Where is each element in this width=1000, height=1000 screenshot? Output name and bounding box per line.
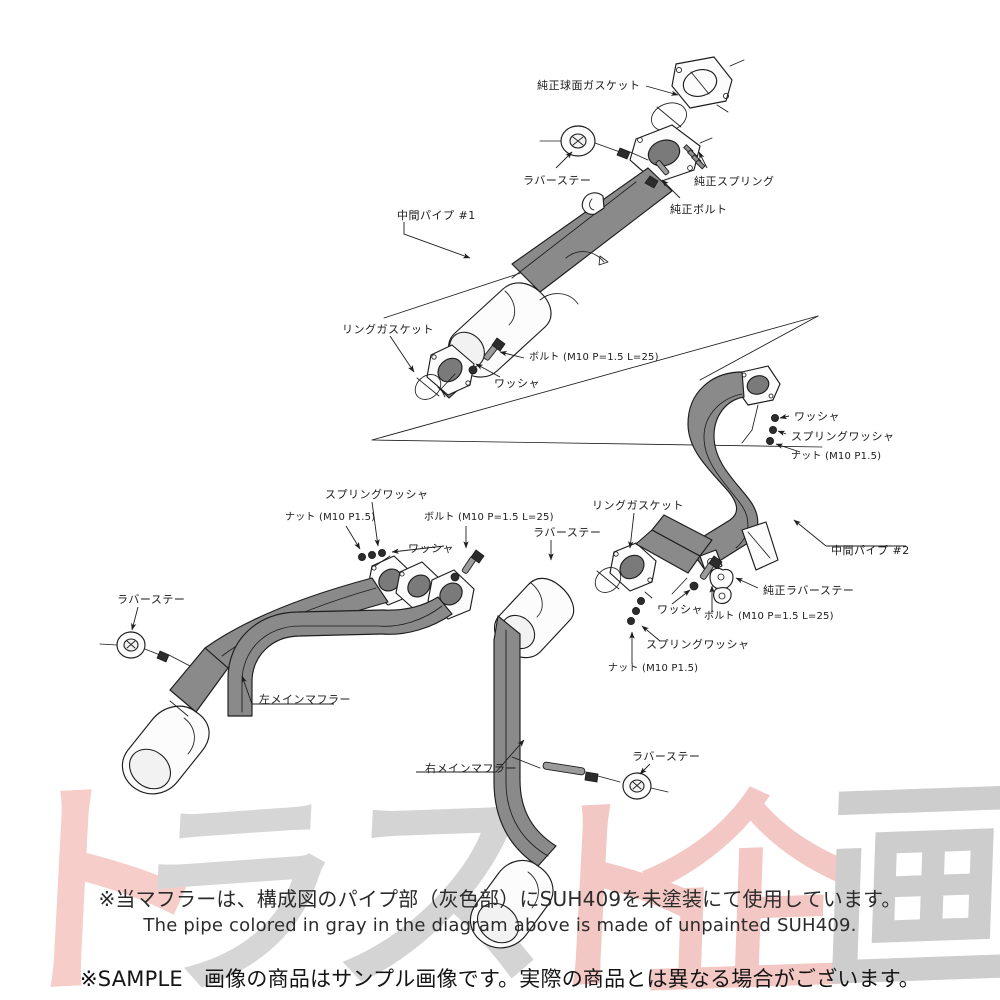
left-main-muffler-assembly xyxy=(99,549,669,949)
label-nut-m: ナット (M10 P1.5) xyxy=(608,663,699,674)
leader-washer-m xyxy=(671,589,691,605)
leader-ring-gasket-top xyxy=(389,335,415,373)
sample-notice-bar: ※SAMPLE 画像の商品はサンプル画像です。実際の商品とは異なる場合がございま… xyxy=(0,955,1000,1000)
ring-gasket-shape-top xyxy=(414,374,442,400)
leader-genuine-spring xyxy=(698,151,708,169)
label-center-pipe-2: 中間パイプ #2 xyxy=(831,544,910,557)
label-washer-top: ワッシャ xyxy=(494,377,540,390)
left-hardware-stack xyxy=(357,549,391,567)
upper-flange xyxy=(671,56,745,113)
right-muffler-tip xyxy=(469,859,554,949)
leader-nut-r2 xyxy=(775,443,801,453)
leader-left-main-muffler xyxy=(242,676,334,705)
leader-lines xyxy=(131,85,906,775)
pipe2-hardware-stack xyxy=(766,413,780,445)
label-spring-washer-r2: スプリングワッシャ xyxy=(791,430,895,443)
pipe1-lower-flange xyxy=(426,344,475,396)
leader-rubber-stay-left xyxy=(131,606,139,631)
label-center-pipe-1: 中間パイプ #1 xyxy=(397,209,476,222)
label-genuine-spherical-gasket: 純正球面ガスケット xyxy=(537,79,641,92)
leader-genuine-bolt xyxy=(661,179,681,199)
label-rubber-stay-mid: ラバーステー xyxy=(533,526,602,539)
left-bolt-washer xyxy=(450,549,485,582)
label-washer-r2: ワッシャ xyxy=(794,410,840,423)
label-nut-r2: ナット (M10 P1.5) xyxy=(791,451,882,462)
leader-ring-gasket-mid xyxy=(628,512,635,549)
genuine-rubber-stay-shape xyxy=(709,567,734,605)
label-rubber-stay-left: ラバーステー xyxy=(117,593,186,606)
rubber-stay-top-shape xyxy=(539,125,649,161)
sample-notice-text: ※SAMPLE 画像の商品はサンプル画像です。実際の商品とは異なる場合がございま… xyxy=(80,966,920,991)
leader-genuine-rubber-stay xyxy=(735,577,759,589)
rubber-stay-bottom-shape xyxy=(511,756,669,800)
rotation-arcs xyxy=(539,251,609,305)
label-spring-washer-m: スプリングワッシャ xyxy=(646,638,750,651)
leader-spring-washer-l xyxy=(371,501,380,547)
center-muffler-hardware xyxy=(627,591,653,626)
label-washer-l: ワッシャ xyxy=(408,542,454,555)
leader-nut-l xyxy=(345,525,361,550)
center-muffler-assembly xyxy=(493,514,734,659)
label-spring-washer-l: スプリングワッシャ xyxy=(325,488,429,501)
genuine-spring-shape xyxy=(683,144,706,170)
rubber-stay-left-shape xyxy=(99,631,191,667)
leader-bolt-top xyxy=(499,351,525,359)
leader-spherical-gasket xyxy=(645,85,679,96)
label-genuine-bolt: 純正ボルト xyxy=(670,203,728,216)
label-nut-l: ナット (M10 P1.5) xyxy=(285,512,376,523)
leader-washer-l xyxy=(391,545,445,554)
label-bolt-l: ボルト (M10 P=1.5 L=25) xyxy=(424,512,554,523)
left-muffler-tip xyxy=(121,647,229,795)
label-bolt-m: ボルト (M10 P=1.5 L=25) xyxy=(704,611,834,622)
label-ring-gasket-mid: リングガスケット xyxy=(592,499,684,512)
leader-center-pipe-1 xyxy=(403,222,471,259)
label-rubber-stay-bottom: ラバーステー xyxy=(632,750,701,763)
leader-washer-top xyxy=(475,363,501,378)
label-genuine-rubber-stay: 純正ラバーステー xyxy=(763,584,855,597)
leader-rubber-stay-top xyxy=(555,151,573,169)
leader-right-main-muffler xyxy=(416,740,524,773)
center-pipe-1-assembly xyxy=(414,56,745,400)
leader-spring-washer-m xyxy=(641,625,661,642)
genuine-bolt-shape xyxy=(644,160,670,189)
label-ring-gasket-top: リングガスケット xyxy=(342,323,434,336)
ring-gasket-shape-mid xyxy=(594,567,622,593)
footer-note-japanese: ※当マフラーは、構成図のパイプ部（灰色部）にSUH409を未塗装にて使用していま… xyxy=(98,887,902,911)
label-washer-m: ワッシャ xyxy=(657,603,703,616)
bolt-washer-top xyxy=(440,337,506,398)
leader-center-pipe-2 xyxy=(794,520,906,547)
leader-washer-r2 xyxy=(779,413,790,420)
center-pipe-2-assembly xyxy=(687,365,781,574)
label-genuine-spring: 純正スプリング xyxy=(694,175,775,188)
label-left-main-muffler: 左メインマフラー xyxy=(259,693,351,706)
leader-spring-washer-r2 xyxy=(777,430,787,436)
label-right-main-muffler: 右メインマフラー xyxy=(425,762,517,775)
footer-note-english: The pipe colored in gray in the diagram … xyxy=(143,915,857,936)
label-bolt-top: ボルト (M10 P=1.5 L=25) xyxy=(529,352,659,363)
center-muffler-flange xyxy=(609,542,657,592)
label-rubber-stay-top: ラバーステー xyxy=(523,174,592,187)
leader-rubber-stay-bottom xyxy=(639,763,651,775)
